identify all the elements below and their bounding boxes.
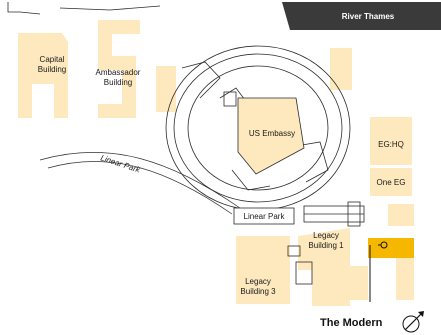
linear-park-sign-label: Linear Park <box>244 212 286 221</box>
the-modern-label: The Modern <box>320 317 383 329</box>
capital-building-label-line2: Building <box>38 65 66 74</box>
river-thames: River Thames <box>282 2 441 30</box>
one-eg-label: One EG <box>377 178 406 187</box>
legacy-building-3-label-line1: Legacy <box>245 277 271 286</box>
legacy-building-1[interactable]: Legacy Building 1 <box>298 228 350 306</box>
legacy-building-1-label-line2: Building 1 <box>308 241 344 250</box>
legacy-building-1-label-line1: Legacy <box>313 231 339 240</box>
riverside-block <box>350 266 368 300</box>
us-embassy-compound[interactable]: US Embassy <box>165 45 351 211</box>
capital-building[interactable]: Capital Building <box>18 33 68 118</box>
ambassador-building-label-line1: Ambassador <box>96 68 141 77</box>
linear-park-area[interactable]: Linear Park <box>233 207 295 225</box>
walkway-structures <box>303 201 414 227</box>
the-modern-building[interactable]: The Modern <box>320 238 414 329</box>
legacy-building-3-label-line2: Building 3 <box>240 287 276 296</box>
one-eg-building[interactable]: One EG <box>370 168 412 196</box>
compass-icon <box>402 311 424 333</box>
linear-park-road-label: Linear Park <box>99 153 142 175</box>
east-block <box>396 258 414 300</box>
linear-park-road: Linear Park <box>39 151 241 215</box>
capital-building-label-line1: Capital <box>40 55 65 64</box>
map-pin-icon <box>369 241 388 302</box>
river-side-building <box>330 48 352 90</box>
legacy-building-3[interactable]: Legacy Building 3 <box>236 236 313 304</box>
ambassador-building[interactable]: Ambassador Building <box>96 20 141 118</box>
eg-hq-building[interactable]: EG:HQ <box>370 117 412 165</box>
river-thames-label: River Thames <box>342 12 395 21</box>
ambassador-building-label-line2: Building <box>104 78 132 87</box>
us-embassy-label: US Embassy <box>249 129 295 138</box>
background-outlines <box>7 2 161 15</box>
minor-building-block <box>156 66 176 112</box>
eg-hq-label: EG:HQ <box>378 140 404 149</box>
